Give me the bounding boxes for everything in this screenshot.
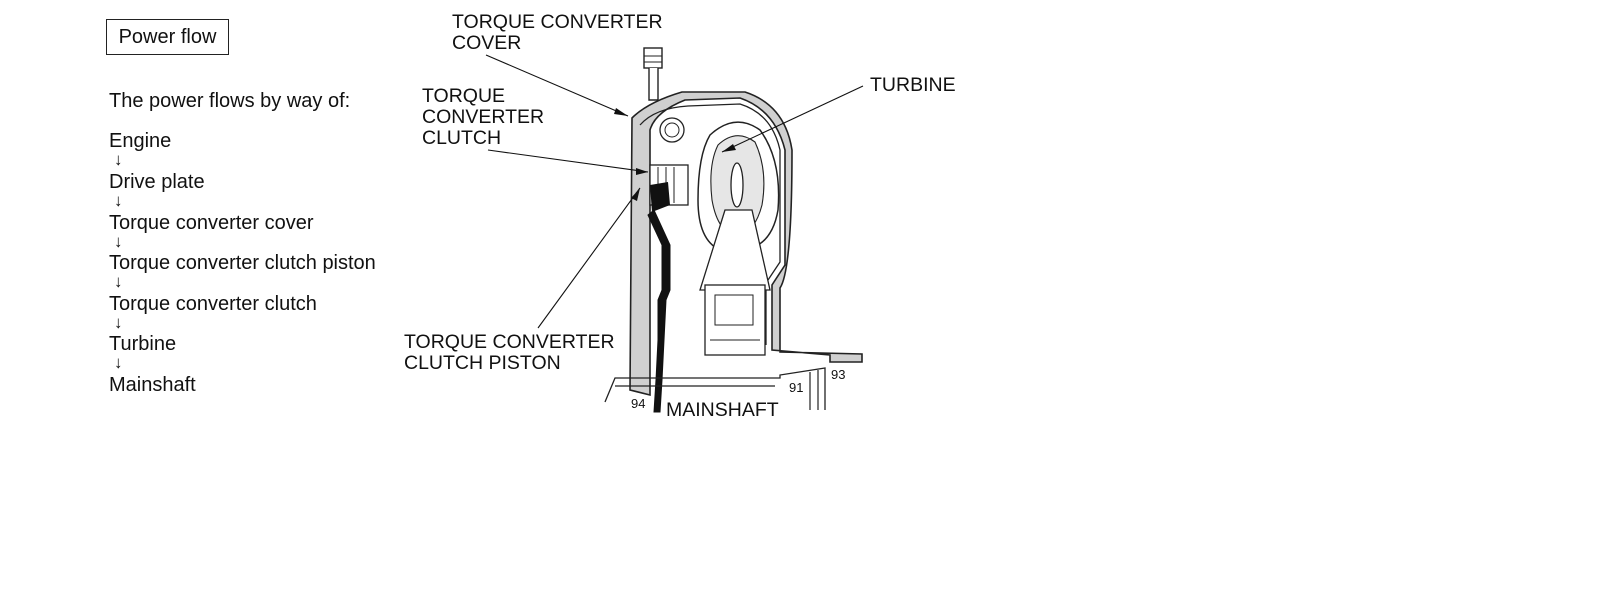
damper-spring xyxy=(659,117,685,143)
label-torque-converter-clutch: TORQUE CONVERTER CLUTCH xyxy=(422,85,545,149)
converter-housing xyxy=(629,91,863,397)
cover-inner-outline xyxy=(639,103,781,345)
section-title-box: Power flow xyxy=(106,19,229,55)
step-turbine: Turbine xyxy=(109,333,177,355)
down-arrow-icon: ↓ xyxy=(114,191,123,210)
pilot-stem xyxy=(648,68,659,101)
down-arrow-icon: ↓ xyxy=(114,313,123,332)
intro-text: The power flows by way of: xyxy=(109,90,351,112)
step-engine: Engine xyxy=(109,130,172,152)
step-torque-converter-clutch-piston: Torque converter clutch piston xyxy=(109,252,376,274)
leader-cover xyxy=(485,54,629,117)
leader-piston xyxy=(537,187,641,329)
step-torque-converter-clutch: Torque converter clutch xyxy=(109,293,317,315)
step-mainshaft: Mainshaft xyxy=(109,374,196,396)
down-arrow-icon: ↓ xyxy=(114,150,123,169)
leader-clutch xyxy=(487,149,649,173)
stator-core xyxy=(730,162,744,208)
leader-turbine xyxy=(721,85,864,153)
label-torque-converter-cover: TORQUE CONVERTER COVER xyxy=(452,11,663,54)
ref-number-93: 93 xyxy=(831,367,846,382)
mainshaft-lines xyxy=(604,367,826,410)
ref-number-94: 94 xyxy=(631,396,646,411)
torque-converter-diagram: TORQUE CONVERTER COVER TORQUE CONVERTER … xyxy=(400,0,1000,440)
torque-converter-cross-section xyxy=(485,47,864,413)
label-mainshaft: MAINSHAFT xyxy=(666,399,779,421)
down-arrow-icon: ↓ xyxy=(114,353,123,372)
step-torque-converter-cover: Torque converter cover xyxy=(109,212,314,234)
step-drive-plate: Drive plate xyxy=(109,171,205,193)
power-path xyxy=(647,209,671,413)
impeller-cone xyxy=(699,209,771,291)
down-arrow-icon: ↓ xyxy=(114,272,123,291)
label-turbine: TURBINE xyxy=(870,74,956,96)
section-title: Power flow xyxy=(118,26,217,48)
label-torque-converter-clutch-piston: TORQUE CONVERTER CLUTCH PISTON xyxy=(404,331,615,374)
ref-number-91: 91 xyxy=(789,380,804,395)
down-arrow-icon: ↓ xyxy=(114,232,123,251)
clutch-piston-dark xyxy=(650,182,670,212)
